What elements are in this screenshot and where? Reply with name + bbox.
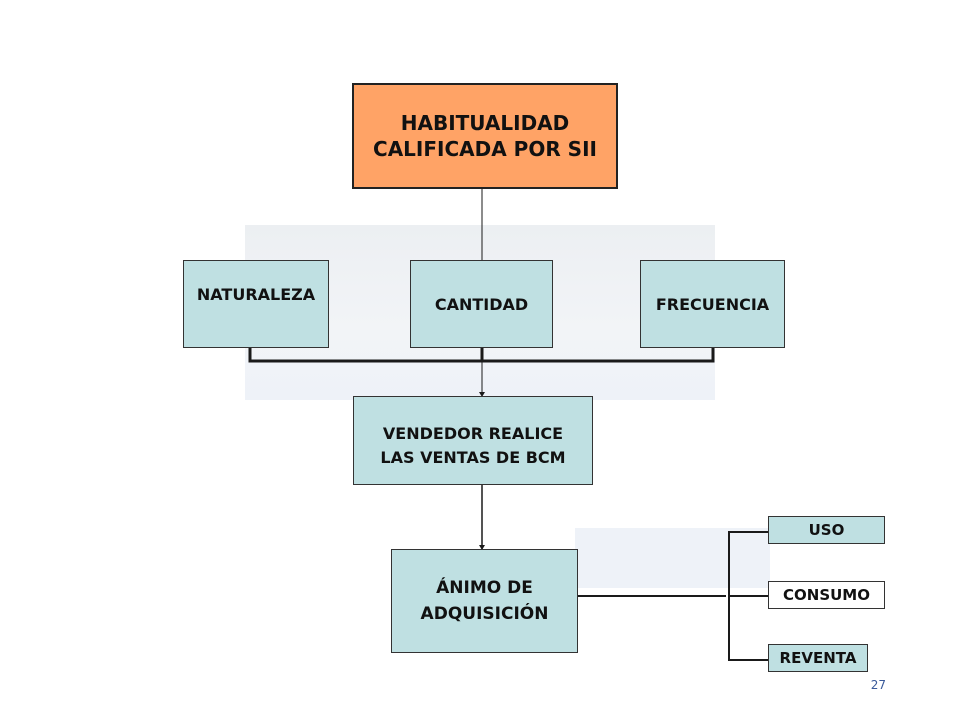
habitualidad-line-2: CALIFICADA POR SII xyxy=(373,137,597,161)
consumo-label: CONSUMO xyxy=(783,586,870,604)
vendedor-line-2: LAS VENTAS DE BCM xyxy=(380,447,566,467)
vendedor-box: VENDEDOR REALICE LAS VENTAS DE BCM xyxy=(353,396,593,485)
frecuencia-label: FRECUENCIA xyxy=(655,294,770,314)
naturaleza-box: NATURALEZA xyxy=(183,260,329,348)
reventa-label: REVENTA xyxy=(779,649,857,667)
vendedor-line-1: VENDEDOR REALICE xyxy=(382,423,564,443)
uso-label: USO xyxy=(808,521,845,539)
cantidad-label: CANTIDAD xyxy=(434,294,529,314)
cantidad-box: CANTIDAD xyxy=(410,260,553,348)
reventa-box: REVENTA xyxy=(768,644,868,672)
animo-line-1: ÁNIMO DE xyxy=(436,578,533,598)
arrow-to-animo xyxy=(479,545,485,550)
animo-box: ÁNIMO DE ADQUISICIÓN xyxy=(391,549,578,653)
frecuencia-box: FRECUENCIA xyxy=(640,260,785,348)
arrow-to-vendedor xyxy=(479,392,485,397)
habitualidad-box: HABITUALIDAD CALIFICADA POR SII xyxy=(352,83,618,189)
consumo-box: CONSUMO xyxy=(768,581,885,609)
habitualidad-line-1: HABITUALIDAD xyxy=(400,111,570,135)
naturaleza-label: NATURALEZA xyxy=(196,285,316,304)
page-number: 27 xyxy=(870,678,886,692)
uso-box: USO xyxy=(768,516,885,544)
animo-line-2: ADQUISICIÓN xyxy=(420,604,549,624)
